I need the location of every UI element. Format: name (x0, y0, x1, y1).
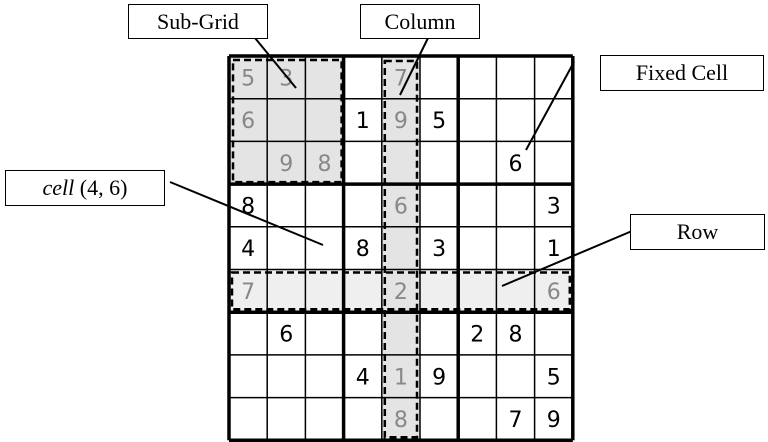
label-column: Column (360, 4, 480, 39)
cell-digit: 8 (318, 152, 332, 177)
cell-digit: 3 (547, 194, 561, 219)
cell-digit: 2 (394, 280, 408, 305)
cell-digit: 6 (509, 152, 523, 177)
cell-digit: 8 (509, 323, 523, 348)
column-pointer (399, 37, 429, 96)
row-pointer (501, 230, 633, 287)
label-cell-coords: (4, 6) (74, 175, 128, 200)
label-row: Row (630, 214, 765, 250)
cell-digit: 8 (394, 408, 408, 433)
cell-digit: 7 (241, 280, 255, 305)
cell-digit: 7 (509, 408, 523, 433)
cell-digit: 2 (470, 323, 484, 348)
cell-digit: 6 (241, 109, 255, 134)
cell-digit: 6 (547, 280, 561, 305)
column-highlight (381, 56, 420, 441)
cell-digit: 1 (394, 365, 408, 390)
fixed-cell-pointer (525, 61, 575, 151)
cell-digit: 4 (356, 365, 370, 390)
cell-digit: 9 (279, 152, 293, 177)
cell-digit: 9 (432, 365, 446, 390)
sub-grid-pointer (254, 37, 297, 89)
cell-digit: 5 (241, 66, 255, 91)
sub-grid-outline (231, 58, 343, 184)
row-outline (230, 271, 572, 311)
cell-digit: 5 (547, 365, 561, 390)
cell-pointer (169, 181, 324, 246)
cell-digit: 4 (241, 237, 255, 262)
cell-digit: 7 (394, 66, 408, 91)
cell-digit: 5 (432, 109, 446, 134)
cell-digit: 9 (547, 408, 561, 433)
cell-digit: 8 (356, 237, 370, 262)
cell-digit: 9 (394, 109, 408, 134)
cell-digit: 6 (279, 323, 293, 348)
label-cell: cell (4, 6) (5, 170, 165, 206)
cell-digit: 1 (356, 109, 370, 134)
cell-digit: 1 (547, 237, 561, 262)
column-outline (383, 59, 419, 439)
label-sub-grid: Sub-Grid (128, 4, 268, 39)
label-fixed-cell: Fixed Cell (600, 55, 764, 91)
cell-digit: 3 (432, 237, 446, 262)
label-cell-word: cell (42, 175, 75, 200)
cell-digit: 6 (394, 194, 408, 219)
